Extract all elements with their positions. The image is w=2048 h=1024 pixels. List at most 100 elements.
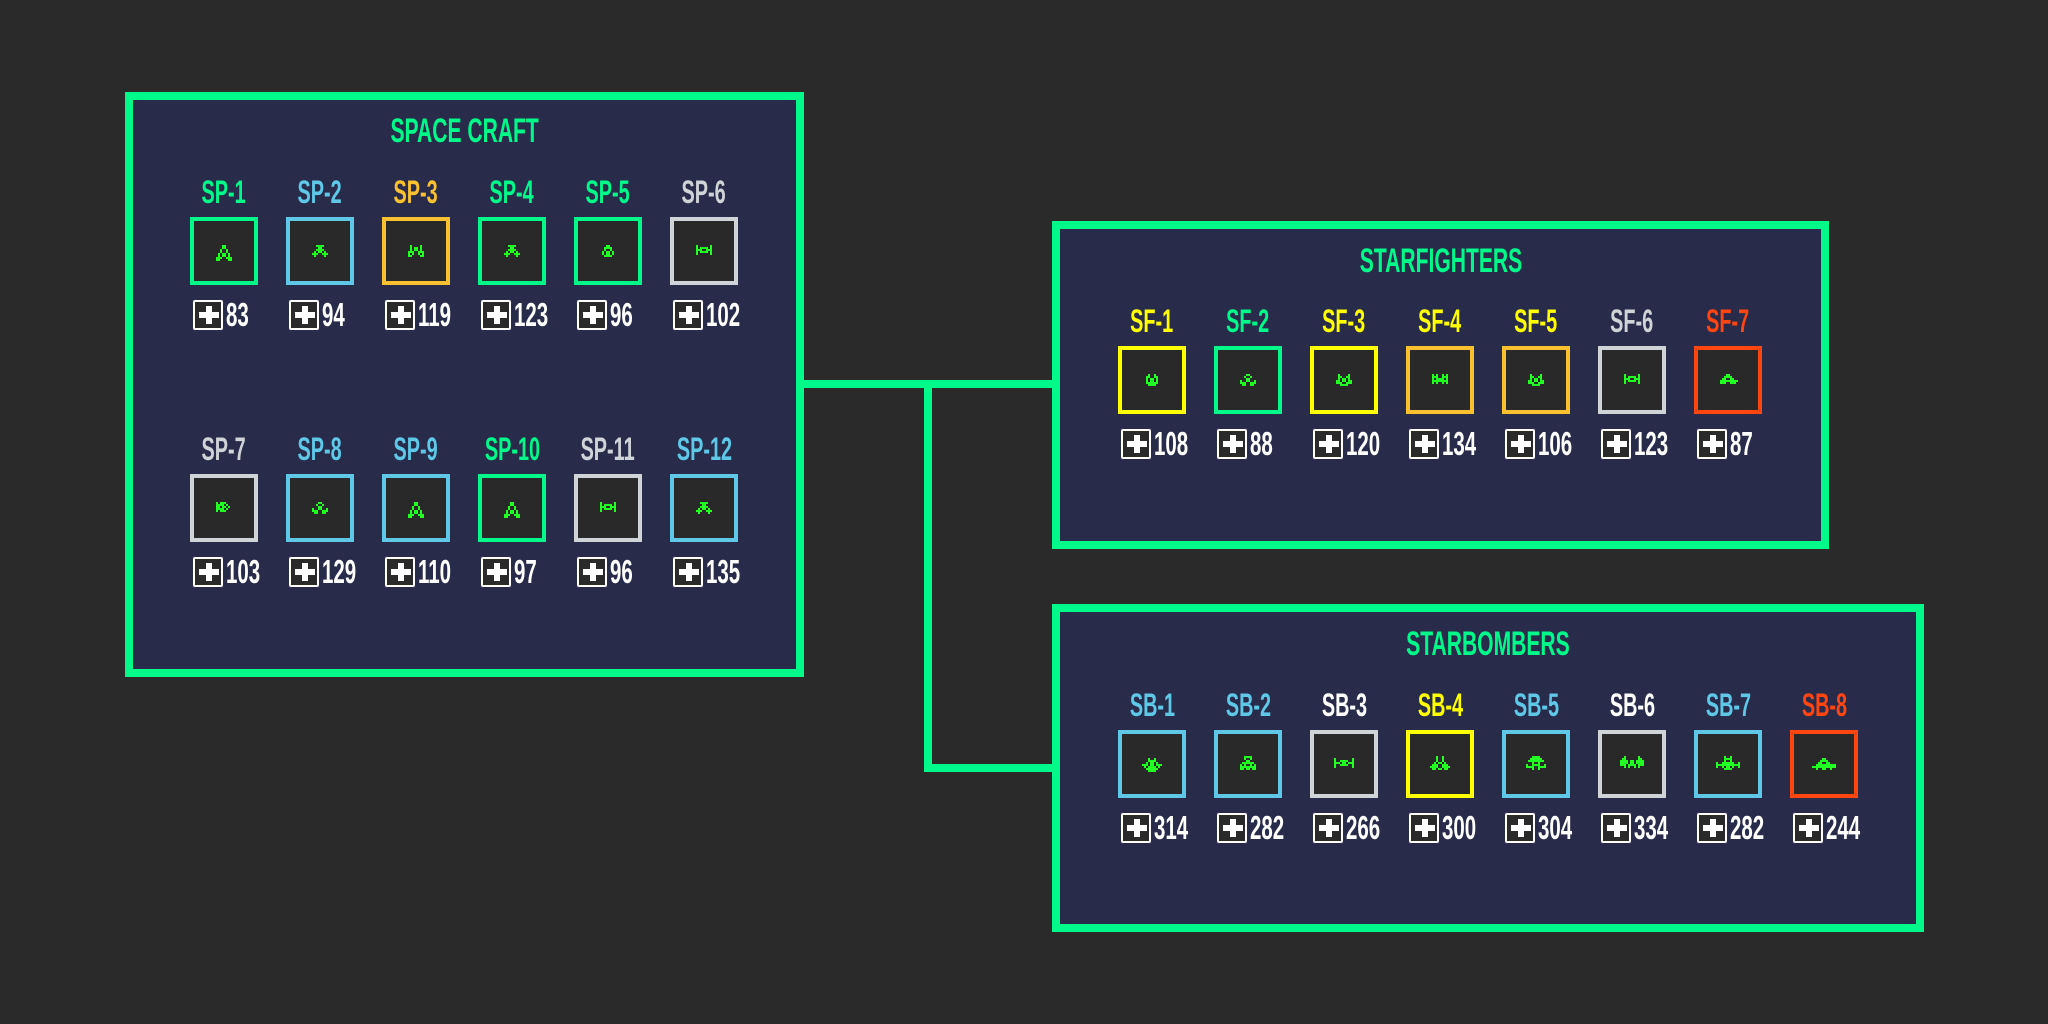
unit-card[interactable] bbox=[574, 217, 642, 285]
unit-card[interactable] bbox=[1310, 346, 1378, 414]
health-value-text: 300 bbox=[1442, 809, 1477, 846]
unit-label: SP-9 bbox=[348, 433, 484, 465]
unit-card[interactable] bbox=[1118, 730, 1186, 798]
health-value-text: 87 bbox=[1730, 425, 1753, 462]
unit-card[interactable] bbox=[1694, 346, 1762, 414]
unit-label: SP-4 bbox=[444, 176, 580, 208]
health-plus-icon bbox=[1217, 429, 1247, 459]
fighter-a-sprite-icon bbox=[1146, 374, 1158, 386]
health-value-text: 282 bbox=[1730, 809, 1765, 846]
unit-health: 123 bbox=[481, 296, 569, 333]
ship-e-sprite-icon bbox=[696, 245, 712, 255]
unit-card[interactable] bbox=[1598, 346, 1666, 414]
unit-card[interactable] bbox=[1214, 730, 1282, 798]
bomber-d-sprite-icon bbox=[1430, 756, 1450, 770]
health-plus-icon bbox=[385, 557, 415, 587]
spacecraft-title-text: SPACE CRAFT bbox=[390, 112, 539, 150]
unit-card[interactable] bbox=[190, 474, 258, 542]
health-value: 110 bbox=[418, 555, 471, 588]
unit-health: 300 bbox=[1409, 809, 1497, 846]
health-plus-icon bbox=[1313, 813, 1343, 843]
fighter-b-sprite-icon bbox=[1336, 374, 1352, 386]
starfighters-panel-title: STARFIGHTERS bbox=[1060, 244, 1821, 278]
unit-health: 134 bbox=[1409, 427, 1497, 460]
unit-label-text: SF-2 bbox=[1226, 303, 1270, 339]
unit-health: 94 bbox=[289, 298, 359, 331]
unit-health: 83 bbox=[193, 298, 263, 331]
unit-label: SP-12 bbox=[636, 433, 772, 465]
unit-card[interactable] bbox=[1790, 730, 1858, 798]
health-value: 123 bbox=[514, 296, 569, 333]
unit-label: SF-5 bbox=[1468, 305, 1604, 337]
unit-card[interactable] bbox=[286, 217, 354, 285]
unit-label-text: SP-11 bbox=[580, 431, 636, 467]
unit-slot: SF-6 123 bbox=[1584, 305, 1680, 465]
unit-card[interactable] bbox=[1502, 730, 1570, 798]
unit-card[interactable] bbox=[382, 217, 450, 285]
health-plus-icon bbox=[1217, 813, 1247, 843]
unit-health: 96 bbox=[577, 296, 647, 333]
health-value-text: 119 bbox=[418, 296, 452, 333]
unit-label-text: SB-1 bbox=[1129, 687, 1175, 723]
health-value-text: 96 bbox=[610, 296, 633, 333]
unit-card[interactable] bbox=[382, 474, 450, 542]
unit-card[interactable] bbox=[1310, 730, 1378, 798]
health-value-text: 123 bbox=[514, 296, 549, 333]
unit-label: SB-1 bbox=[1084, 689, 1220, 721]
unit-card[interactable] bbox=[670, 217, 738, 285]
unit-card[interactable] bbox=[1214, 346, 1282, 414]
ship-b-sprite-icon bbox=[312, 245, 328, 257]
unit-label-text: SF-6 bbox=[1610, 303, 1654, 339]
unit-label: SF-1 bbox=[1084, 305, 1220, 337]
health-plus-icon bbox=[481, 300, 511, 330]
health-plus-icon bbox=[577, 300, 607, 330]
unit-label: SP-2 bbox=[252, 176, 388, 208]
unit-label: SB-6 bbox=[1564, 689, 1700, 721]
unit-label-text: SF-4 bbox=[1418, 303, 1462, 339]
health-value-text: 334 bbox=[1634, 809, 1669, 846]
unit-slot: SP-4 123 bbox=[464, 176, 560, 336]
unit-card[interactable] bbox=[1694, 730, 1762, 798]
unit-card[interactable] bbox=[1118, 346, 1186, 414]
unit-label: SP-3 bbox=[348, 176, 484, 208]
ship-a-sprite-icon bbox=[408, 502, 424, 518]
health-value-text: 123 bbox=[1634, 425, 1669, 462]
unit-label-text: SP-5 bbox=[585, 174, 631, 210]
unit-card[interactable] bbox=[478, 217, 546, 285]
unit-card[interactable] bbox=[670, 474, 738, 542]
unit-card[interactable] bbox=[1406, 346, 1474, 414]
unit-card[interactable] bbox=[286, 474, 354, 542]
health-value: 102 bbox=[706, 298, 761, 331]
unit-label-text: SP-4 bbox=[489, 174, 535, 210]
health-value: 314 bbox=[1154, 811, 1209, 844]
unit-card[interactable] bbox=[1598, 730, 1666, 798]
unit-card[interactable] bbox=[1502, 346, 1570, 414]
health-plus-icon bbox=[1409, 429, 1439, 459]
health-value-text: 106 bbox=[1538, 425, 1573, 462]
unit-card[interactable] bbox=[478, 474, 546, 542]
unit-label: SB-5 bbox=[1468, 689, 1604, 721]
unit-label-text: SP-1 bbox=[201, 174, 247, 210]
unit-label-text: SP-3 bbox=[393, 174, 439, 210]
unit-label: SF-7 bbox=[1660, 305, 1796, 337]
unit-health: 304 bbox=[1505, 809, 1593, 846]
health-value-text: 266 bbox=[1346, 809, 1381, 846]
unit-health: 110 bbox=[385, 555, 471, 588]
unit-card[interactable] bbox=[574, 474, 642, 542]
unit-label: SF-3 bbox=[1276, 305, 1412, 337]
ship-f-sprite-icon bbox=[216, 502, 230, 512]
health-plus-icon bbox=[385, 300, 415, 330]
health-plus-icon bbox=[1313, 429, 1343, 459]
unit-card[interactable] bbox=[190, 217, 258, 285]
unit-health: 103 bbox=[193, 555, 281, 588]
health-value-text: 304 bbox=[1538, 809, 1573, 846]
unit-slot: SP-3 119 bbox=[368, 176, 464, 336]
unit-card[interactable] bbox=[1406, 730, 1474, 798]
